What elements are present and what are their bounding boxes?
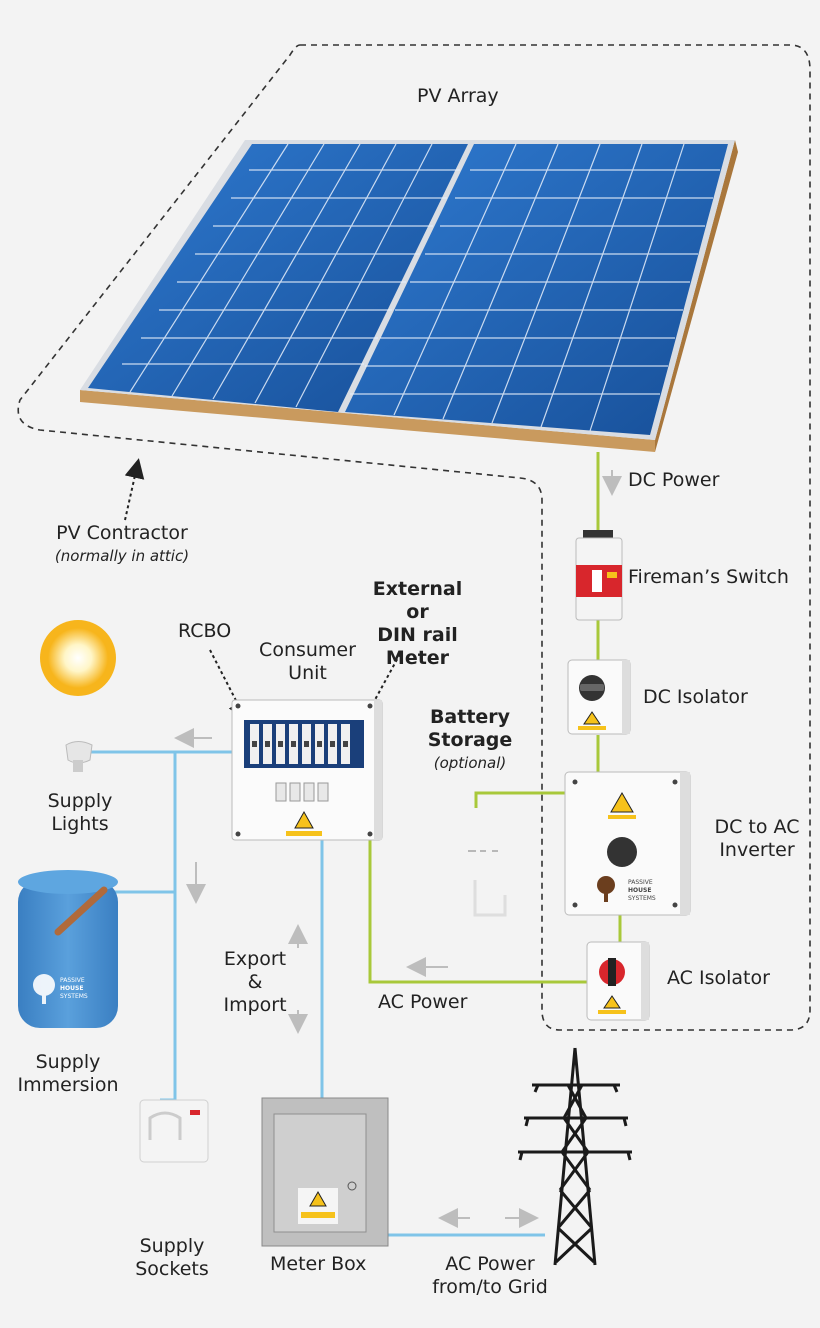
meter-box-label: Meter Box xyxy=(270,1253,367,1275)
tank-brand-line2: HOUSE xyxy=(60,985,83,992)
tank-brand-line3: SYSTEMS xyxy=(60,993,88,1000)
tank-icon xyxy=(18,870,118,1028)
supply-immersion-line-1: Supply xyxy=(35,1051,101,1073)
external-meter-label: External or DIN rail Meter xyxy=(360,578,475,670)
export-import-line-2: & xyxy=(247,971,263,993)
ac-isolator-icon xyxy=(586,941,650,1021)
supply-sockets-line-1: Supply xyxy=(139,1235,205,1257)
supply-immersion-label: Supply Immersion xyxy=(8,1051,128,1097)
battery-icon xyxy=(468,850,507,917)
pv-contractor-label: PV Contractor (normally in attic) xyxy=(42,522,202,568)
dc-power-label: DC Power xyxy=(628,469,720,491)
consumer-unit-line-2: Unit xyxy=(288,662,327,684)
dc-wiring xyxy=(368,452,622,984)
grid-line-1: AC Power xyxy=(445,1253,535,1275)
ac-isolator-label: AC Isolator xyxy=(667,967,770,989)
supply-immersion-line-2: Immersion xyxy=(17,1074,119,1096)
supply-sockets-line-2: Sockets xyxy=(135,1258,209,1280)
supply-sockets-label: Supply Sockets xyxy=(122,1235,222,1281)
inverter-label: DC to AC Inverter xyxy=(697,816,817,862)
ac-wiring xyxy=(88,750,545,1237)
supply-lights-line-2: Lights xyxy=(51,813,109,835)
ac-power-label: AC Power xyxy=(378,991,468,1013)
inverter-line-1: DC to AC xyxy=(714,816,800,838)
pylon-icon xyxy=(518,1047,632,1266)
battery-storage-line-1: Battery xyxy=(429,706,511,728)
solar-panel-icon xyxy=(80,140,738,452)
rcbo-label: RCBO xyxy=(178,620,232,642)
export-import-line-3: Import xyxy=(223,994,287,1016)
battery-optional-note: (optional) xyxy=(433,754,507,772)
consumer-unit-label: Consumer Unit xyxy=(245,639,370,685)
battery-storage-label: Battery Storage (optional) xyxy=(415,706,525,775)
external-meter-line-1: External xyxy=(372,578,463,600)
firemans-switch-label: Fireman’s Switch xyxy=(628,566,789,588)
dc-isolator-icon xyxy=(567,659,631,735)
pv-contractor-title: PV Contractor xyxy=(56,522,188,544)
meter-box-icon xyxy=(261,1097,389,1247)
pv-array-label: PV Array xyxy=(417,85,499,107)
socket-icon xyxy=(139,1099,209,1163)
inverter-line-2: Inverter xyxy=(719,839,795,861)
export-import-line-1: Export xyxy=(223,948,287,970)
battery-storage-line-2: Storage xyxy=(427,729,513,751)
external-meter-line-4: Meter xyxy=(385,647,450,669)
loft-boundary-dashed-line xyxy=(17,44,811,1031)
light-fitting-icon xyxy=(65,741,93,772)
brand-line1: PASSIVE xyxy=(628,879,653,886)
consumer-unit-line-1: Consumer xyxy=(259,639,356,661)
pv-contractor-note: (normally in attic) xyxy=(54,547,190,565)
grid-line-2: from/to Grid xyxy=(432,1276,548,1298)
supply-lights-line-1: Supply xyxy=(47,790,113,812)
firemans-switch-icon xyxy=(575,530,623,621)
inverter-icon xyxy=(564,771,691,916)
tank-brand-line1: PASSIVE xyxy=(60,977,85,984)
brand-line3: SYSTEMS xyxy=(628,895,656,902)
external-meter-line-2: or xyxy=(406,601,429,623)
consumer-unit-icon xyxy=(231,699,383,841)
supply-lights-label: Supply Lights xyxy=(30,790,130,836)
export-import-label: Export & Import xyxy=(212,948,298,1017)
brand-line2: HOUSE xyxy=(628,887,651,894)
external-meter-line-3: DIN rail xyxy=(377,624,458,646)
grid-label: AC Power from/to Grid xyxy=(420,1253,560,1299)
dc-isolator-label: DC Isolator xyxy=(643,686,748,708)
bulb-icon xyxy=(40,620,116,696)
